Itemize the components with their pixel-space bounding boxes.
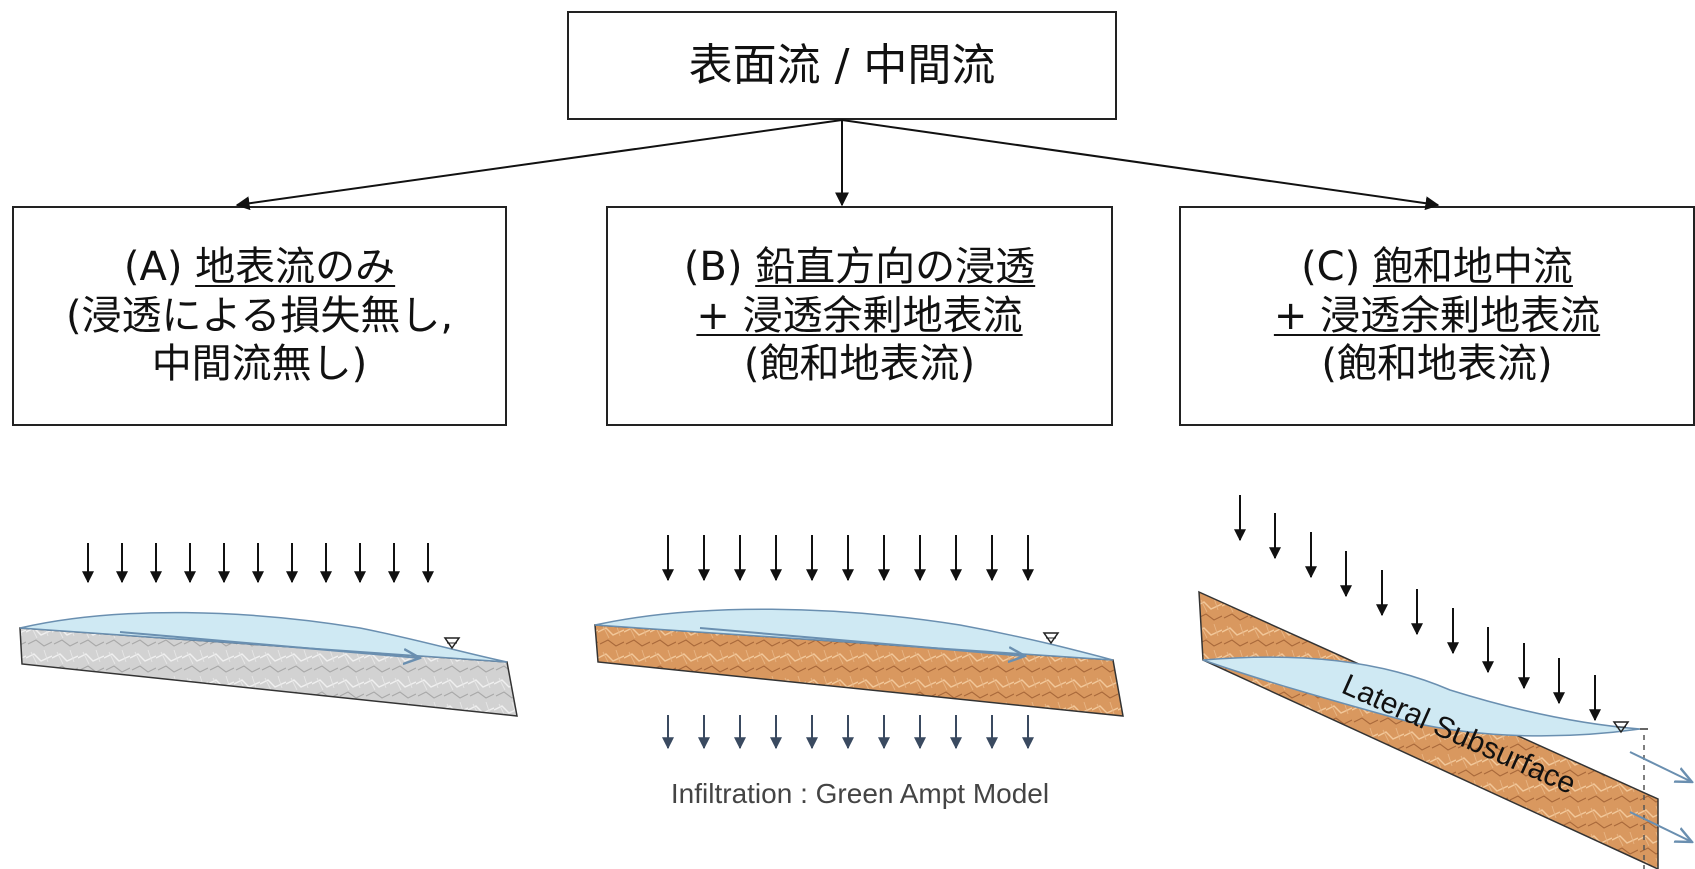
rain-arrows-b xyxy=(662,535,1034,582)
outflow-arrow-upper xyxy=(1629,751,1692,782)
box-a-line2: (浸透による損失無し, xyxy=(65,292,454,339)
box-c-line3: (飽和地表流) xyxy=(1321,341,1553,388)
box-c-title: 飽和地中流 xyxy=(1372,243,1573,290)
root-box: 表面流 / 中間流 xyxy=(567,11,1117,120)
arrow-to-a xyxy=(235,119,843,211)
rain-arrows-c xyxy=(1234,495,1601,722)
water-layer-b xyxy=(594,608,1114,661)
water-layer-c xyxy=(1202,656,1641,737)
arrow-to-c xyxy=(841,119,1440,211)
box-a: (A) 地表流のみ (浸透による損失無し, 中間流無し) xyxy=(12,206,507,426)
box-b: (B) 鉛直方向の浸透 + 浸透余剰地表流 (飽和地表流) xyxy=(606,206,1113,426)
box-c-prefix: (C) xyxy=(1301,243,1373,290)
infiltration-caption: Infiltration : Green Ampt Model xyxy=(670,778,1050,809)
box-b-prefix: (B) xyxy=(683,243,756,290)
panel-a xyxy=(19,543,518,717)
box-c-line2: + 浸透余剰地表流 xyxy=(1273,292,1601,339)
rain-arrows-a xyxy=(82,543,434,584)
connector-arrows xyxy=(235,119,1440,211)
panel-c: Lateral Subsurface xyxy=(1198,495,1692,869)
box-c-line1: (C) 飽和地中流 xyxy=(1301,243,1573,292)
outflow-arrow-lower xyxy=(1629,811,1692,842)
root-label: 表面流 / 中間流 xyxy=(688,39,996,91)
flow-arrow-a xyxy=(119,631,420,658)
flow-arrow-b xyxy=(699,627,1025,656)
box-b-title: 鉛直方向の浸透 xyxy=(755,243,1036,290)
panel-b xyxy=(594,535,1124,750)
water-layer-a xyxy=(19,611,508,663)
box-a-prefix: (A) xyxy=(123,243,196,290)
box-b-line3: (飽和地表流) xyxy=(743,341,976,388)
box-a-line3: 中間流無し) xyxy=(151,341,368,388)
box-b-line2: + 浸透余剰地表流 xyxy=(696,292,1023,339)
infiltration-arrows-b xyxy=(662,715,1034,750)
box-c: (C) 飽和地中流 + 浸透余剰地表流 (飽和地表流) xyxy=(1179,206,1695,426)
box-a-title: 地表流のみ xyxy=(195,243,396,290)
box-a-line1: (A) 地表流のみ xyxy=(124,243,395,292)
box-b-line1: (B) 鉛直方向の浸透 xyxy=(684,243,1035,292)
